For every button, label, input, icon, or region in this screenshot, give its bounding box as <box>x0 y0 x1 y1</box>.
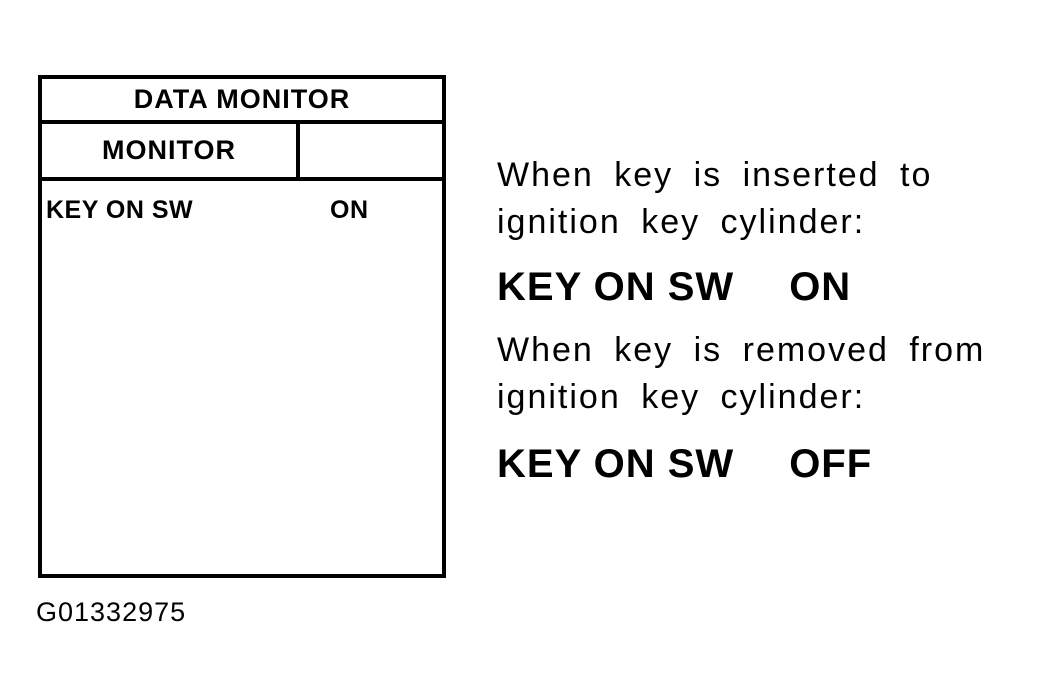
monitor-body: KEY ON SW ON <box>42 181 442 225</box>
condition-removed-text: When key is removed from ignition key cy… <box>497 327 1037 421</box>
result-key-on-sw-on: KEY ON SW ON <box>497 264 1037 311</box>
value-header-cell <box>300 124 442 177</box>
caption-text-block: When key is inserted to ignition key cyl… <box>497 152 1037 488</box>
condition-inserted-line-2: ignition key cylinder: <box>497 203 866 241</box>
figure-id: G01332975 <box>36 597 187 627</box>
condition-inserted-text: When key is inserted to ignition key cyl… <box>497 152 1037 246</box>
data-monitor-panel: DATA MONITOR MONITOR KEY ON SW ON <box>38 75 446 578</box>
data-monitor-title: DATA MONITOR <box>133 84 351 114</box>
signal-name-label: KEY ON SW <box>46 196 194 224</box>
data-monitor-title-row: DATA MONITOR <box>42 79 442 124</box>
condition-inserted-line-1: When key is inserted to <box>497 156 933 194</box>
monitor-header-cell: MONITOR <box>42 124 300 177</box>
monitor-row-key-on-sw: KEY ON SW ON <box>46 196 438 225</box>
condition-removed-line-2: ignition key cylinder: <box>497 378 866 416</box>
result-signal-name-off: KEY ON SW <box>497 442 735 486</box>
result-signal-state-on: ON <box>789 265 852 309</box>
monitor-header-label: MONITOR <box>102 135 236 165</box>
result-key-on-sw-off: KEY ON SW OFF <box>497 441 1037 488</box>
monitor-header-row: MONITOR <box>42 124 442 181</box>
signal-value: ON <box>330 196 369 224</box>
result-signal-name-on: KEY ON SW <box>497 265 735 309</box>
condition-removed-line-1: When key is removed from <box>497 331 986 369</box>
result-signal-state-off: OFF <box>789 442 873 486</box>
